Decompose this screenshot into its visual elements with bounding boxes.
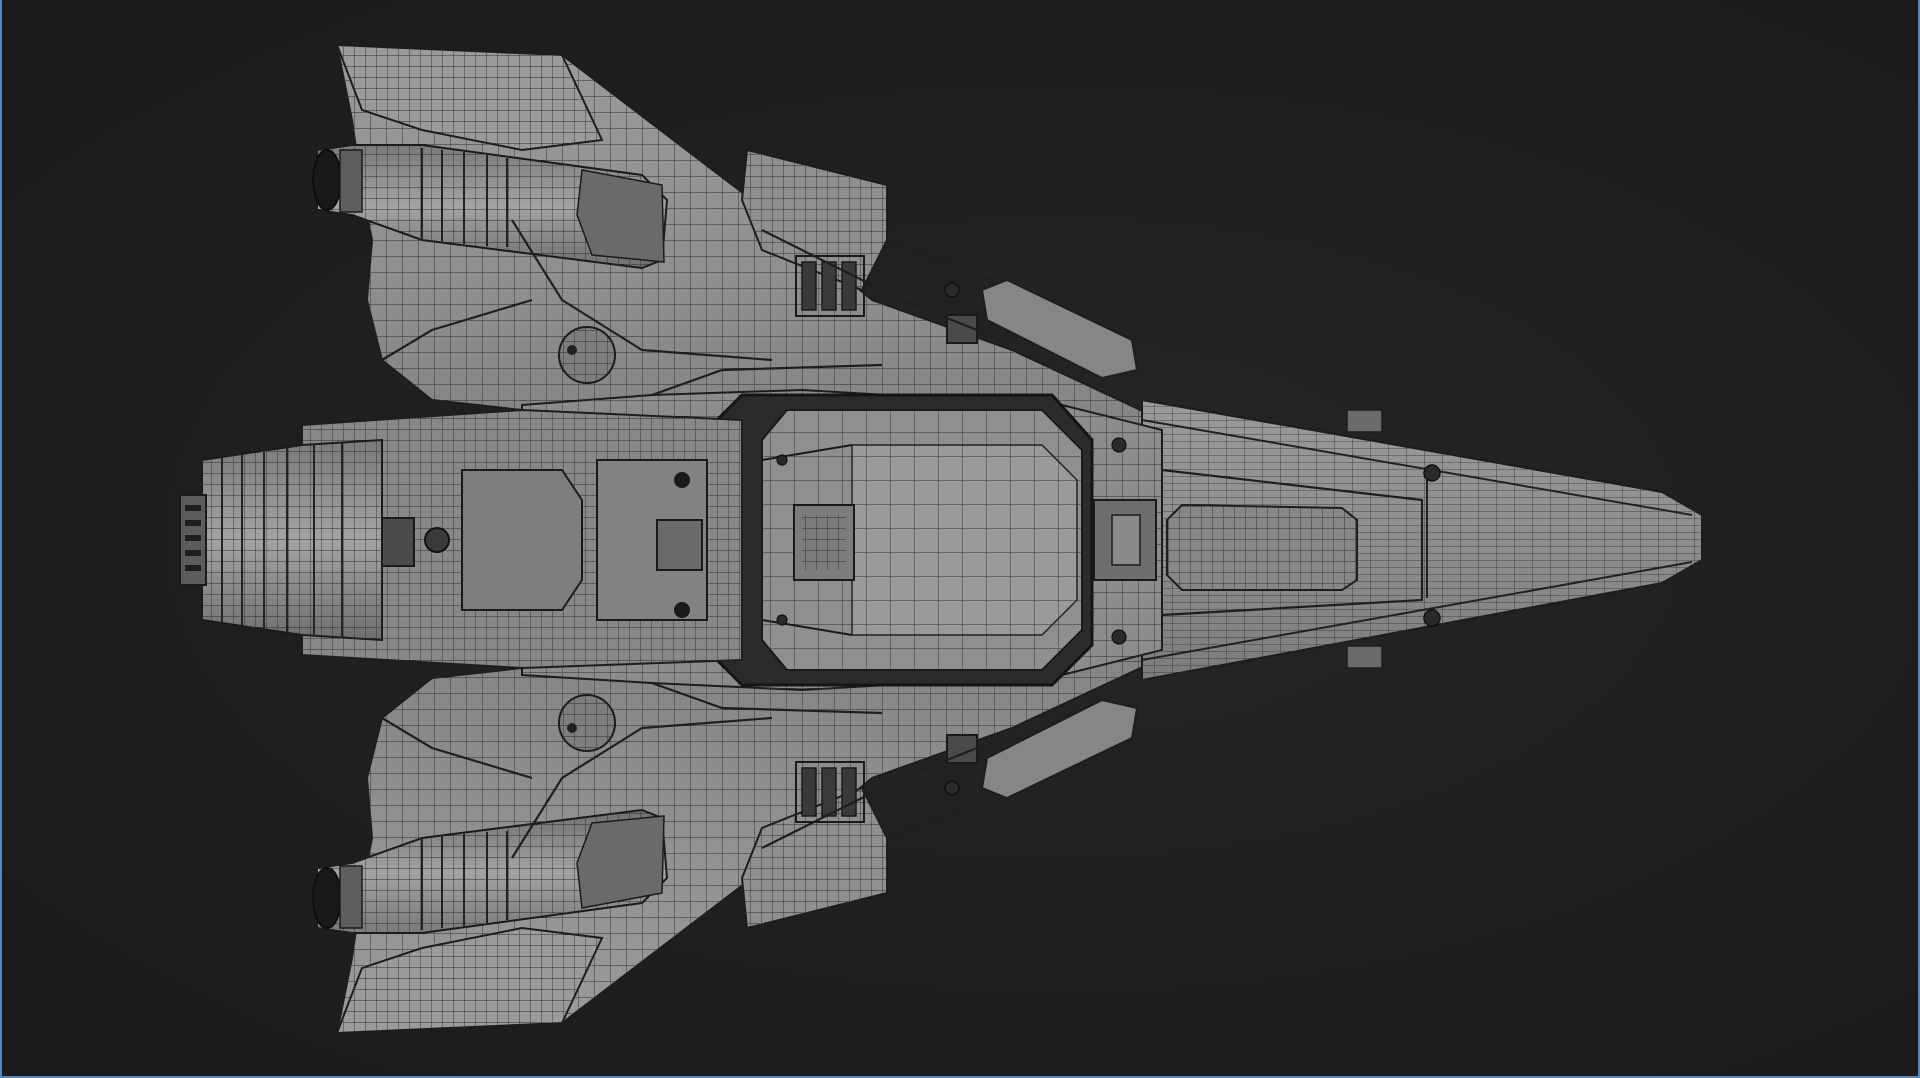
cockpit-canopy: [705, 393, 1157, 687]
rear-fuselage: [179, 408, 1127, 670]
